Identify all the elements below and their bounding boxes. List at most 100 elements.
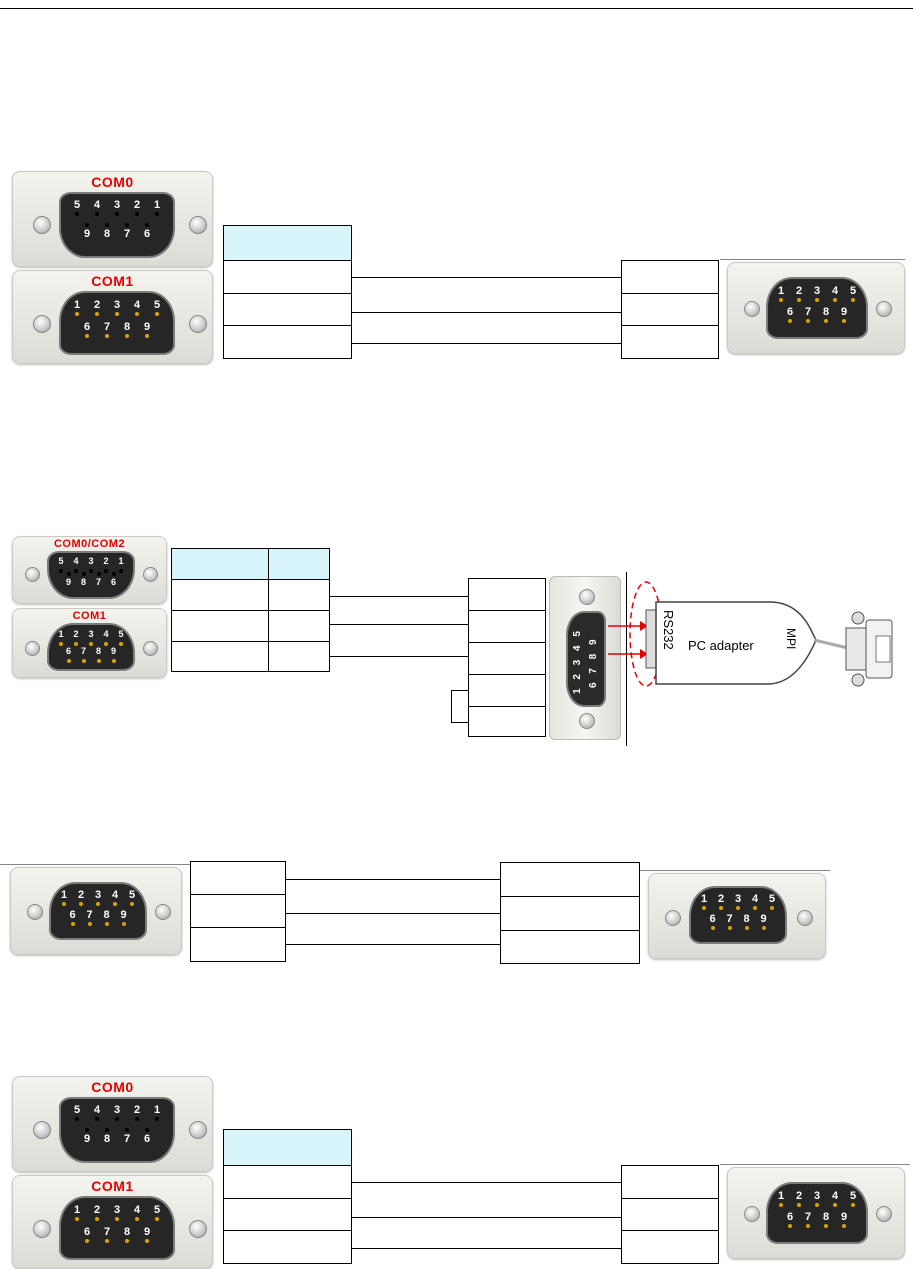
screw-icon [33,1121,51,1139]
divider-line [640,870,830,871]
pin-cell [500,896,640,931]
screw-icon [579,589,595,605]
screw-icon [189,1220,207,1238]
screw-icon [189,315,207,333]
pin-column-inner: 6 7 8 9 [588,636,599,688]
screw-icon [25,641,40,656]
screw-icon [876,1206,892,1222]
pin-cell [171,641,269,672]
screw-icon [744,301,760,317]
pin-cell [621,1198,719,1231]
pin-cell [621,260,719,294]
pin-table-header [223,1129,352,1166]
pin-cell [468,610,546,643]
screw-icon [876,301,892,317]
pin-cell [621,1230,719,1264]
rs232-text: RS232 [661,610,676,650]
screw-icon [33,216,51,234]
screw-icon [851,673,865,687]
com0-com2-label: COM0/COM2 [53,538,126,550]
screw-icon [27,904,43,920]
screw-icon [33,1220,51,1238]
screw-icon [579,713,595,729]
screw-icon [797,910,813,926]
com0-label: COM0 [91,174,134,190]
jumper-wire [451,722,468,723]
pin-cell [223,1165,352,1199]
divider-line [626,572,627,746]
pin-table-header [268,548,330,580]
divider-line [0,864,190,865]
com0-label: COM0 [91,1079,134,1095]
screw-icon [155,904,171,920]
pin-column-outer: 1 2 3 4 5 [572,628,583,694]
pin-cell [171,579,269,611]
pin-cell [223,1198,352,1231]
pin-cell [621,325,719,359]
signal-wire [286,913,501,914]
pin-cell [500,862,640,897]
cable-plug-tab [875,635,891,663]
screw-icon [33,315,51,333]
pin-table-header [171,548,269,580]
screw-icon [189,216,207,234]
screw-icon [189,1121,207,1139]
signal-wire [286,944,501,945]
pin-table-header [223,225,352,261]
com1-label: COM1 [91,1178,134,1194]
mpi-text: MPI [784,628,798,650]
arrow-icon [640,649,648,659]
pc-adapter-illustration [608,581,893,687]
signal-wire [330,596,468,597]
arrow-icon [640,621,648,631]
pc-adapter-text: PC adapter [688,638,754,653]
com1-label: COM1 [72,610,107,622]
screw-icon [851,611,865,625]
pin-cell [190,927,286,962]
signal-wire [352,312,622,313]
pin-cell [268,641,330,672]
signal-wire [352,1217,622,1218]
page-top-rule [0,8,913,9]
pin-cell [268,610,330,642]
adapter-cable [813,638,849,650]
signal-wire [352,1182,622,1183]
pin-cell [621,1165,719,1199]
vertical-db9-connector: 1 2 3 4 5 6 7 8 9 [549,576,621,740]
pin-cell [223,293,352,326]
pin-cell [500,930,640,964]
divider-line [720,1164,910,1165]
pin-cell [223,1230,352,1264]
pin-cell [468,578,546,611]
screw-icon [143,641,158,656]
pin-cell [268,579,330,611]
